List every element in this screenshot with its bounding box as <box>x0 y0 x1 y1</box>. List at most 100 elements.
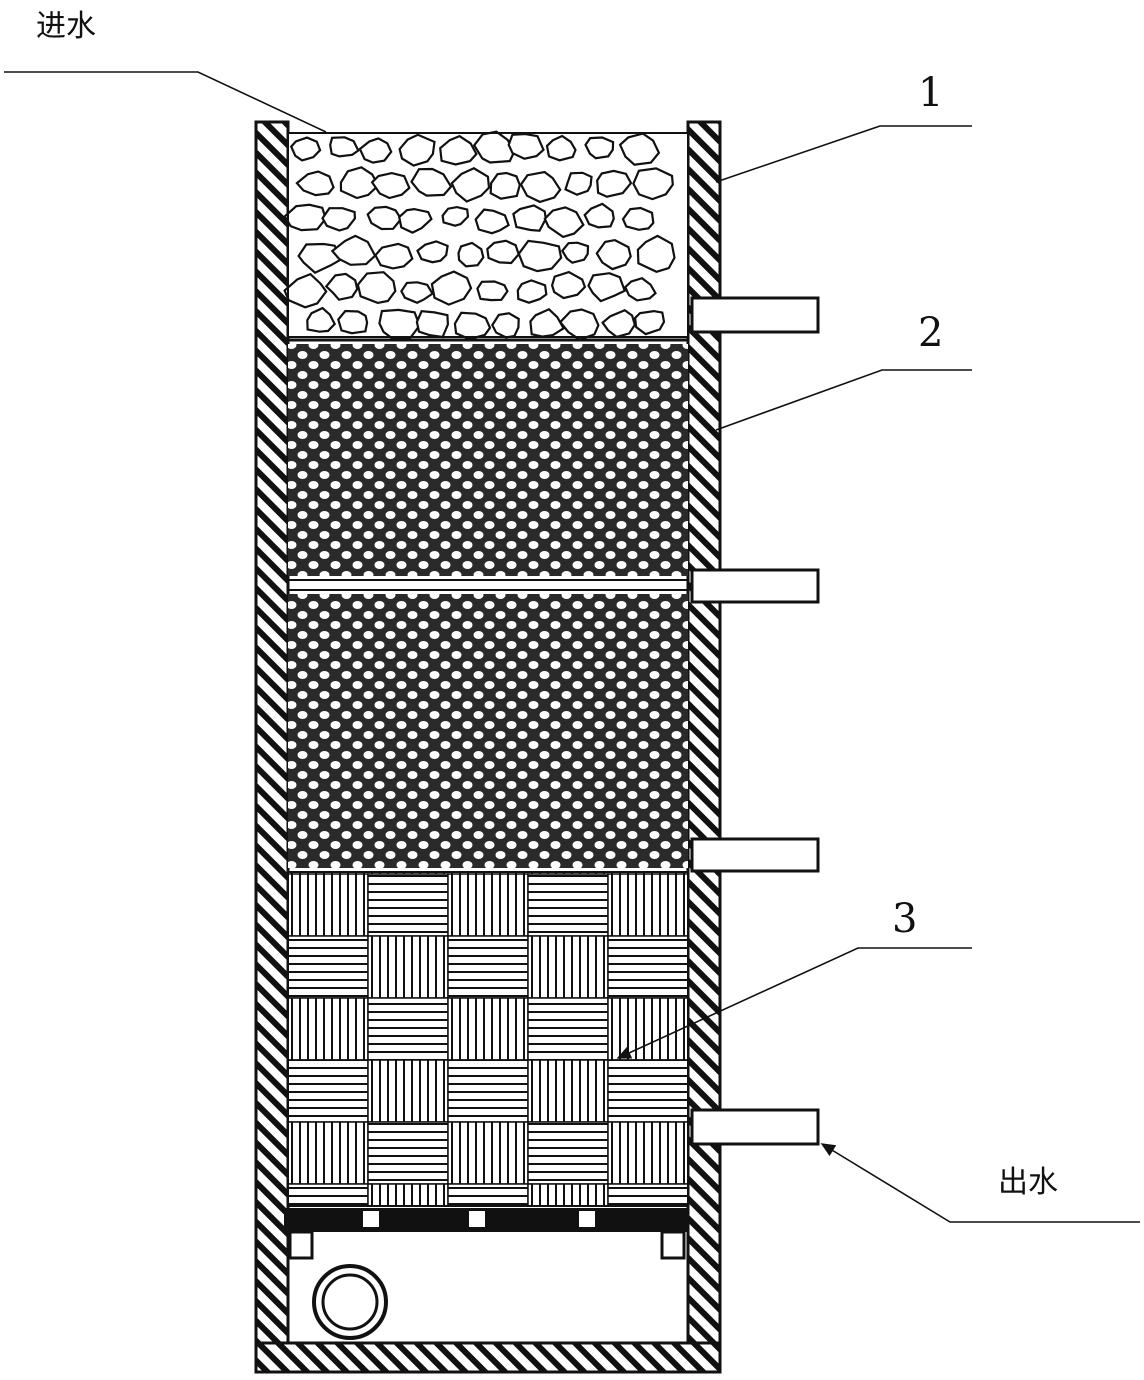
layer-3-label: 3 <box>892 896 917 942</box>
gravel-stone <box>295 170 335 197</box>
layer1-leader <box>715 125 972 183</box>
woven-cell <box>367 1059 449 1123</box>
woven-cell <box>367 1121 449 1185</box>
woven-cell <box>527 1183 609 1207</box>
woven-cell <box>287 935 369 999</box>
gravel-stone <box>587 272 627 303</box>
gravel-stone <box>366 205 403 231</box>
woven-cell <box>287 1059 369 1123</box>
gravel-stone <box>400 281 434 305</box>
gravel-stone <box>491 312 520 339</box>
woven-cell <box>287 1183 369 1207</box>
gravel-stone <box>324 272 359 301</box>
gravel-stone <box>457 241 485 268</box>
outlet-pipe-3 <box>690 837 820 873</box>
gravel-stone <box>550 270 587 300</box>
gravel-stone <box>512 204 547 232</box>
gravel-stone <box>397 207 433 234</box>
bottom-wall <box>254 1341 722 1374</box>
woven-cell <box>607 997 689 1061</box>
outlet-pipe-4 <box>690 1108 820 1146</box>
gravel-stone <box>476 280 509 302</box>
woven-cell <box>607 1121 689 1185</box>
gravel-stone <box>489 171 521 200</box>
gravel-stone <box>321 207 357 232</box>
gravel-stone <box>415 310 450 339</box>
gravel-stone <box>416 240 449 264</box>
layer-1-boundary <box>287 132 689 338</box>
woven-cell <box>447 1121 529 1185</box>
gravel-stone <box>545 134 577 162</box>
layer-2-label: 2 <box>918 310 943 356</box>
woven-cell <box>607 873 689 937</box>
woven-cell <box>367 873 449 937</box>
gravel-stone <box>621 206 655 231</box>
inlet-leader <box>4 71 327 133</box>
gravel-stone <box>398 133 436 167</box>
gravel-stone <box>474 208 510 235</box>
outlet-leader <box>820 1143 1140 1223</box>
gravel-stone <box>289 136 322 162</box>
layer-2-upper-medium <box>288 344 688 576</box>
gravel-stone <box>618 132 661 166</box>
gravel-stone <box>283 272 328 309</box>
woven-cell <box>447 1183 529 1207</box>
woven-cell <box>367 997 449 1061</box>
gravel-stone <box>596 169 633 198</box>
gravel-stone <box>595 238 632 271</box>
gravel-stone <box>410 167 453 197</box>
gravel-stone <box>583 202 615 229</box>
gravel-stone <box>356 271 397 305</box>
woven-cell <box>527 997 609 1061</box>
gravel-stone <box>306 306 337 333</box>
woven-cell <box>287 997 369 1061</box>
gravel-stone <box>358 137 393 164</box>
gravel-stone <box>339 166 380 200</box>
layer-3-woven-block <box>287 871 689 1207</box>
gravel-stone <box>370 171 411 200</box>
outlet-pipe-1 <box>690 296 820 334</box>
outlet-label: 出水 <box>998 1165 1058 1200</box>
woven-cell <box>607 1183 689 1207</box>
gravel-stone <box>283 203 327 232</box>
gravel-stone <box>636 234 676 273</box>
woven-cell <box>607 935 689 999</box>
woven-cell <box>527 873 609 937</box>
gravel-stone <box>543 206 585 239</box>
leader-lines <box>4 71 1140 1223</box>
gravel-stone <box>564 171 593 196</box>
woven-cell <box>527 935 609 999</box>
gravel-stone <box>453 311 492 341</box>
gravel-stone <box>329 136 360 158</box>
gravel-stone <box>507 132 545 160</box>
gravel-stone <box>297 242 342 275</box>
gravel-stone <box>560 241 590 264</box>
woven-cell <box>447 935 529 999</box>
layer2-leader <box>715 369 972 431</box>
woven-cell <box>447 1059 529 1123</box>
gravel-stone <box>517 239 563 273</box>
woven-cell <box>527 1121 609 1185</box>
gravel-stone <box>374 242 414 270</box>
gravel-stone <box>519 170 562 204</box>
bottom-drain-pipe <box>312 1264 388 1340</box>
gravel-stone <box>601 308 636 339</box>
woven-cell <box>367 935 449 999</box>
gravel-stone <box>486 239 520 265</box>
support-plate <box>284 1208 688 1260</box>
woven-cell <box>607 1059 689 1123</box>
outlet-pipe-2 <box>690 568 820 604</box>
gravel-stone <box>472 130 516 164</box>
gravel-stone <box>584 136 615 160</box>
inlet-label: 进水 <box>36 9 96 44</box>
layer-1-label: 1 <box>918 70 943 116</box>
side-outlet-pipes <box>690 296 820 1146</box>
layer3-leader <box>616 947 972 1059</box>
left-wall <box>254 120 290 1374</box>
gravel-stone <box>529 307 566 338</box>
woven-cell <box>287 1121 369 1185</box>
gravel-stone <box>516 279 548 304</box>
gravel-stone <box>430 270 473 306</box>
woven-cell <box>447 997 529 1061</box>
